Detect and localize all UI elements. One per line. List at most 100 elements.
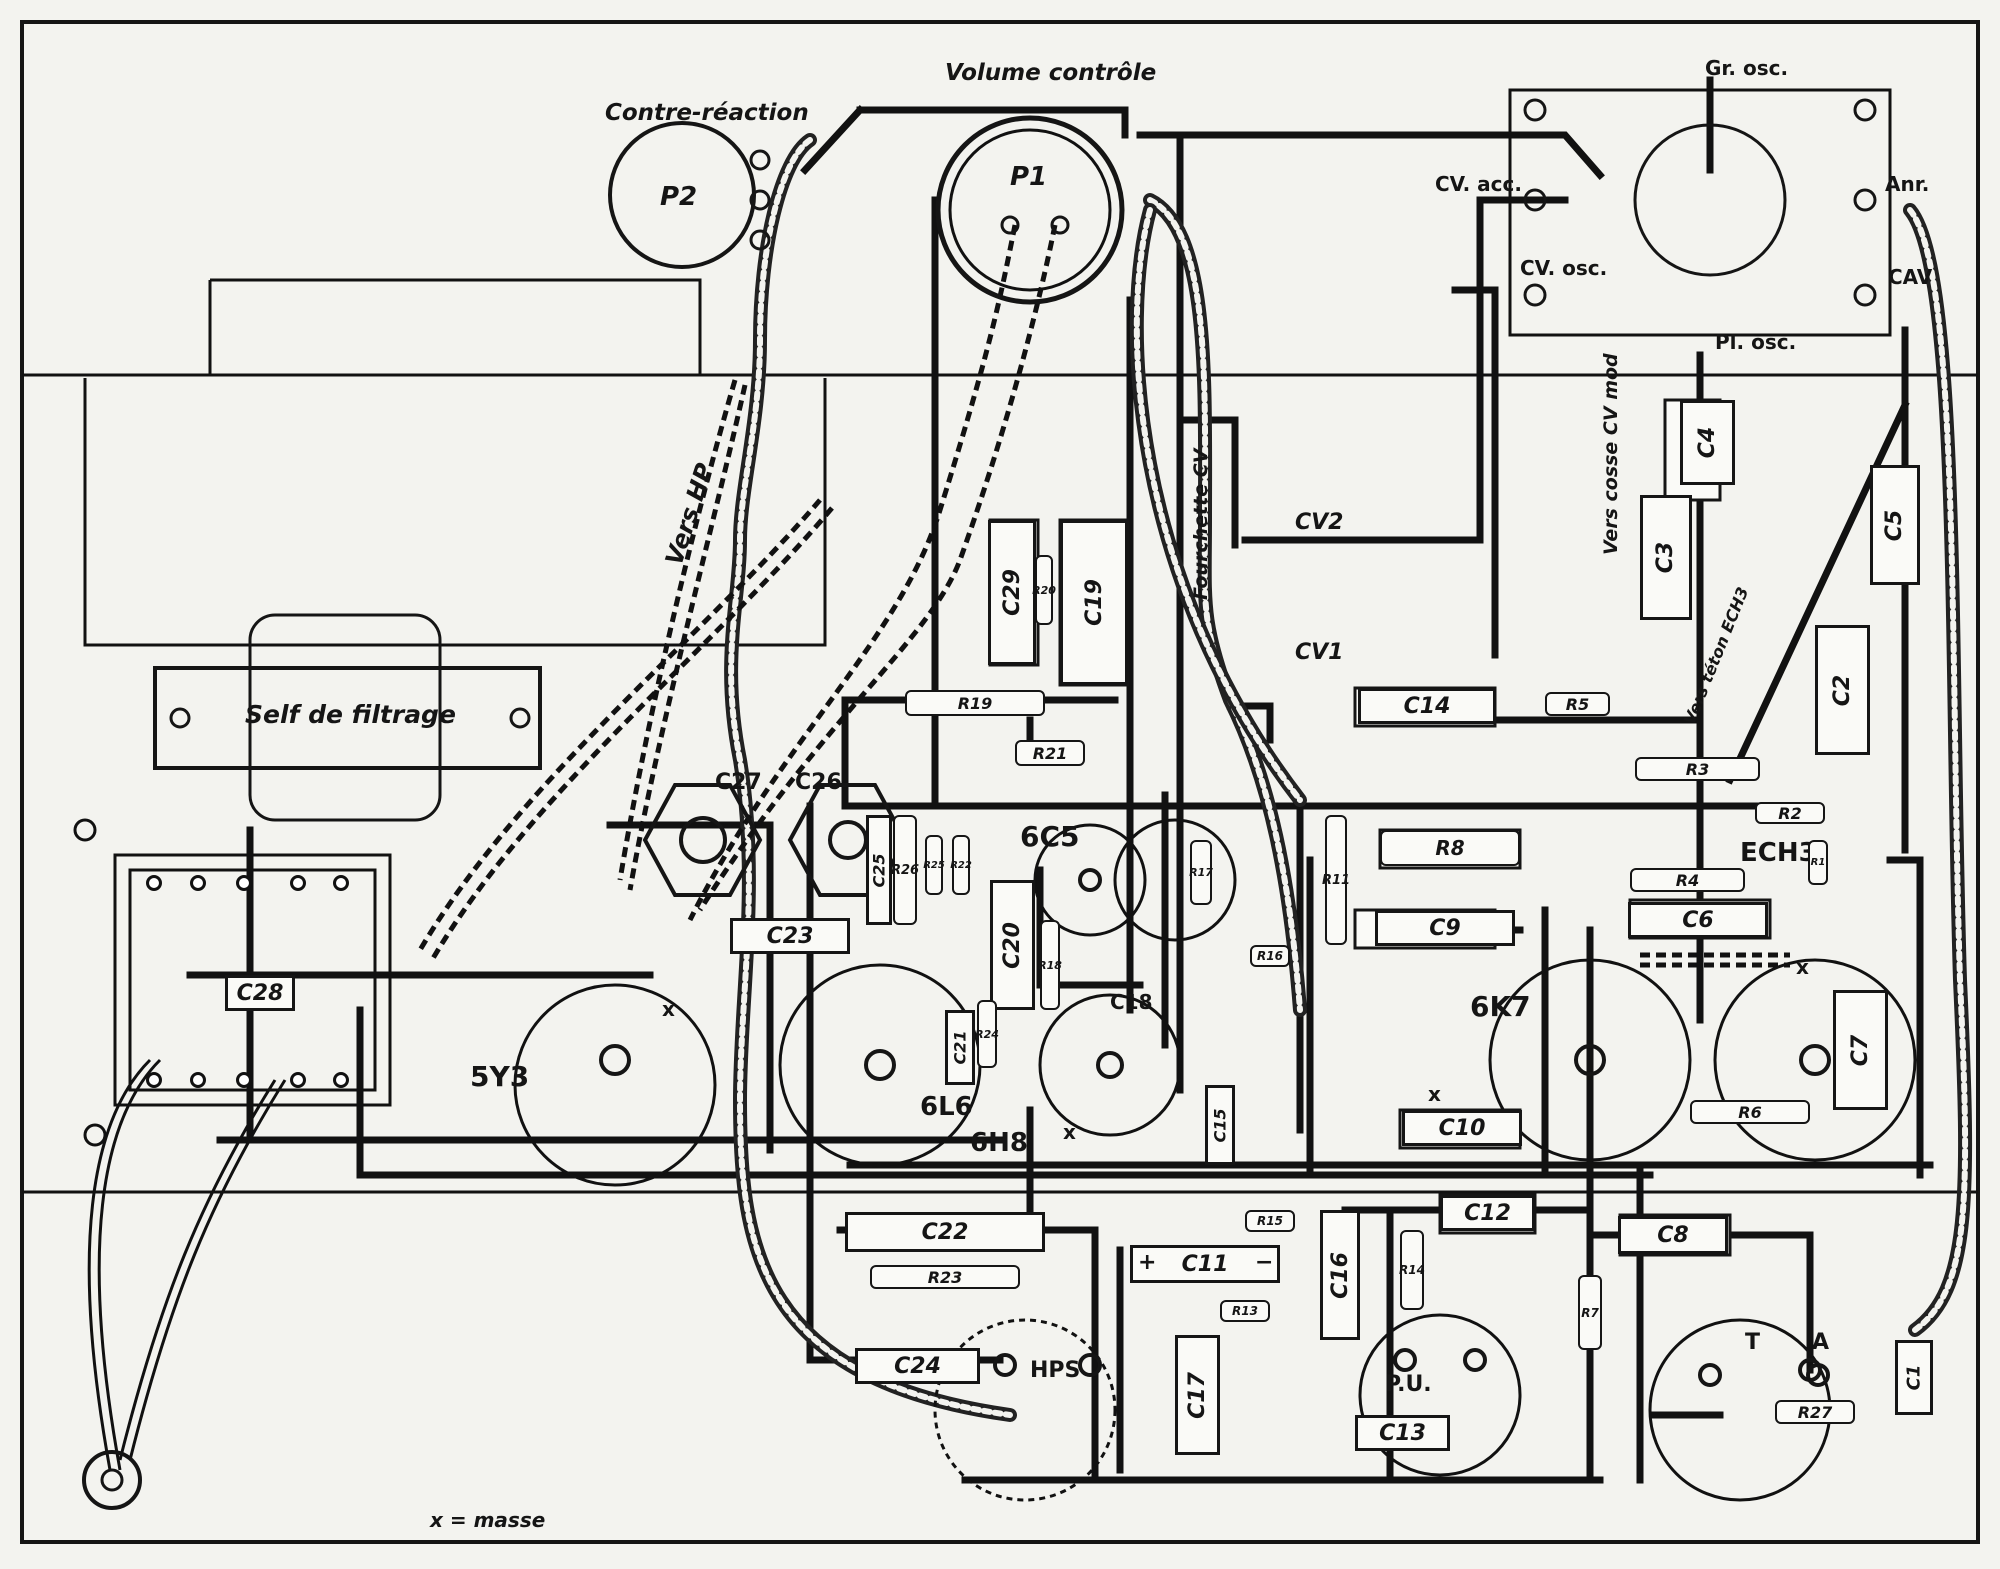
label-anr: Anr. bbox=[1885, 172, 1930, 196]
cap-c15: C15 bbox=[1205, 1085, 1235, 1165]
cap-c24: C24 bbox=[855, 1348, 980, 1384]
label-masse-x2: x bbox=[1063, 1120, 1076, 1144]
label-c27: C27 bbox=[715, 770, 762, 795]
tube-6c5: 6C5 bbox=[1020, 820, 1080, 853]
cap-c14: C14 bbox=[1358, 688, 1496, 724]
res-r26: R26 bbox=[891, 815, 919, 925]
cap-c8: C8 bbox=[1618, 1216, 1728, 1254]
cap-c21: C21 bbox=[945, 1010, 975, 1085]
strip-pin bbox=[290, 875, 306, 891]
label-pu: P.U. bbox=[1385, 1372, 1432, 1397]
label-cv-osc: CV. osc. bbox=[1520, 256, 1608, 280]
res-r27: R27 bbox=[1775, 1400, 1855, 1424]
cap-c1: C1 bbox=[1895, 1340, 1933, 1415]
res-r17: R17 bbox=[1189, 840, 1213, 905]
chassis bbox=[20, 20, 1980, 1544]
tube-5y3: 5Y3 bbox=[470, 1060, 530, 1093]
res-r25: R25 bbox=[923, 835, 945, 895]
label-fourchette: Fourchette CV bbox=[1190, 448, 1212, 600]
res-r16: R16 bbox=[1250, 945, 1290, 967]
label-p2: P2 bbox=[660, 182, 698, 212]
label-c18: C18 bbox=[1110, 990, 1153, 1014]
label-p1: P1 bbox=[1010, 162, 1048, 192]
cap-c4: C4 bbox=[1680, 400, 1735, 485]
cap-c2: C2 bbox=[1815, 625, 1870, 755]
cap-c28: C28 bbox=[225, 975, 295, 1011]
res-r11: R11 bbox=[1322, 815, 1350, 945]
strip-pin bbox=[333, 1072, 349, 1088]
res-r7: R7 bbox=[1578, 1275, 1602, 1350]
label-cv-acc: CV. acc. bbox=[1435, 172, 1522, 196]
pot-p2 bbox=[608, 121, 771, 269]
label-a: A bbox=[1812, 1330, 1830, 1355]
terminal-strip bbox=[113, 853, 392, 1107]
label-c26: C26 bbox=[795, 770, 842, 795]
label-vers-cosse: Vers cosse CV mod bbox=[1600, 353, 1622, 555]
strip-pin bbox=[236, 875, 252, 891]
label-plus: + bbox=[1138, 1250, 1157, 1275]
tube-6l6: 6L6 bbox=[920, 1092, 973, 1122]
label-self: Self de filtrage bbox=[245, 700, 456, 729]
label-masse-x4: x bbox=[1796, 955, 1809, 979]
cap-c19: C19 bbox=[1060, 520, 1128, 685]
res-r18: R18 bbox=[1038, 920, 1062, 1010]
bus-wires bbox=[186, 76, 1934, 1484]
cap-c3: C3 bbox=[1640, 495, 1692, 620]
strip-pin bbox=[190, 1072, 206, 1088]
label-masse-x1: x bbox=[662, 997, 675, 1021]
label-cv1: CV1 bbox=[1295, 640, 1344, 665]
cap-c11: C11 bbox=[1130, 1245, 1280, 1283]
cap-c9: C9 bbox=[1375, 910, 1515, 946]
cap-c6: C6 bbox=[1628, 902, 1768, 938]
cap-c12: C12 bbox=[1440, 1195, 1535, 1231]
cables bbox=[87, 133, 1973, 1471]
res-r19: R19 bbox=[905, 690, 1045, 716]
label-minus: − bbox=[1255, 1250, 1274, 1275]
label-gr-osc: Gr. osc. bbox=[1705, 56, 1789, 80]
res-r15: R15 bbox=[1245, 1210, 1295, 1232]
res-r13: R13 bbox=[1220, 1300, 1270, 1322]
cap-c10: C10 bbox=[1402, 1110, 1522, 1146]
label-hps: HPS bbox=[1030, 1358, 1081, 1383]
cap-c16: C16 bbox=[1320, 1210, 1360, 1340]
label-contre-reaction: Contre-réaction bbox=[605, 100, 809, 126]
cap-c29: C29 bbox=[988, 520, 1036, 665]
label-volume: Volume contrôle bbox=[945, 60, 1157, 86]
cap-c17: C17 bbox=[1175, 1335, 1220, 1455]
strip-pin bbox=[236, 1072, 252, 1088]
label-cav: CAV bbox=[1888, 265, 1933, 289]
res-r23: R23 bbox=[870, 1265, 1020, 1289]
cap-c20: C20 bbox=[990, 880, 1035, 1010]
tube-6h8: 6H8 bbox=[970, 1128, 1028, 1158]
res-r21: R21 bbox=[1015, 740, 1085, 766]
pot-p1 bbox=[935, 115, 1125, 305]
cap-c13: C13 bbox=[1355, 1415, 1450, 1451]
strip-pin bbox=[190, 875, 206, 891]
osc-coil-block bbox=[1508, 88, 1892, 337]
strip-pin bbox=[290, 1072, 306, 1088]
cap-c22: C22 bbox=[845, 1212, 1045, 1252]
res-r3: R3 bbox=[1635, 757, 1760, 781]
tube-6k7: 6K7 bbox=[1470, 990, 1531, 1023]
res-r24: R24 bbox=[975, 1000, 999, 1068]
tube-ech3: ECH3 bbox=[1740, 838, 1817, 868]
res-r6: R6 bbox=[1690, 1100, 1810, 1124]
res-r20: R20 bbox=[1032, 555, 1056, 625]
label-masse-x3: x bbox=[1428, 1082, 1441, 1106]
label-cv2: CV2 bbox=[1295, 510, 1344, 535]
cap-c23: C23 bbox=[730, 918, 850, 954]
res-r8: R8 bbox=[1380, 830, 1520, 866]
strip-pin bbox=[146, 875, 162, 891]
label-pl-osc: Pl. osc. bbox=[1715, 330, 1797, 354]
self-de-filtrage bbox=[153, 613, 542, 822]
res-r22: R22 bbox=[950, 835, 972, 895]
strip-pin bbox=[333, 875, 349, 891]
cap-c5: C5 bbox=[1870, 465, 1920, 585]
res-r5: R5 bbox=[1545, 692, 1610, 716]
label-t: T bbox=[1745, 1330, 1761, 1355]
res-r2: R2 bbox=[1755, 802, 1825, 824]
strip-pin bbox=[146, 1072, 162, 1088]
res-r1: R1 bbox=[1808, 840, 1828, 885]
cap-c25: C25 bbox=[866, 815, 892, 925]
